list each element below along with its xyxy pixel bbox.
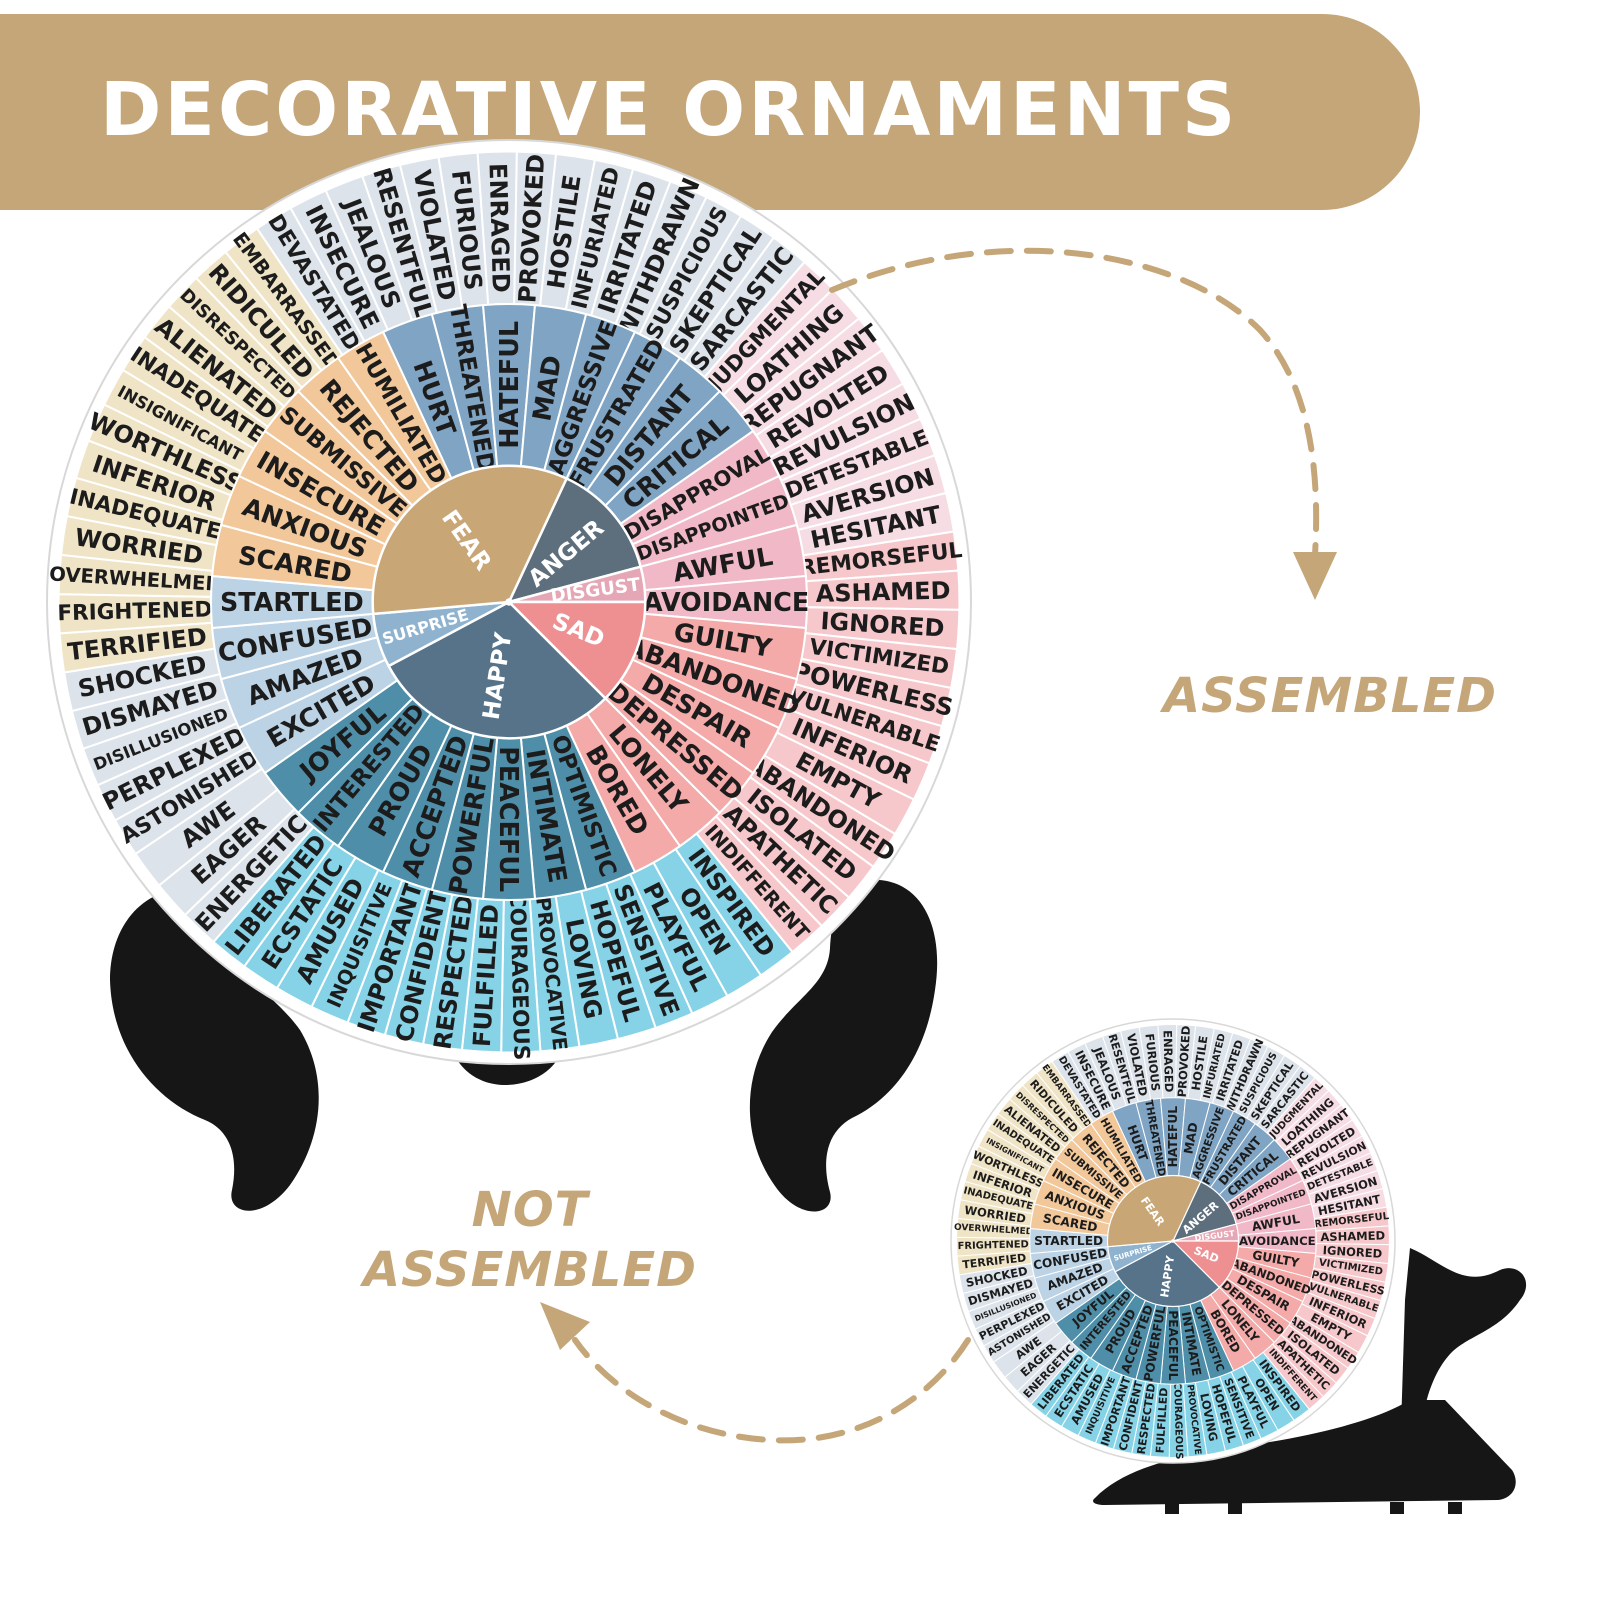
- core-segment: [386, 600, 608, 740]
- wheel-segments: DEVASTATEDINSECUREJEALOUSRESENTFULVIOLAT…: [49, 150, 964, 1061]
- small-outer-label: FRIGHTENED: [958, 1239, 1029, 1252]
- small-middle-label: PEACEFUL: [1166, 1310, 1180, 1380]
- assembled-caption: ASSEMBLED: [1163, 668, 1497, 724]
- not-assembled-line1: NOT: [471, 1182, 589, 1238]
- not-assembled-caption: NOT ASSEMBLED: [330, 1180, 730, 1300]
- small-core-segment: [1171, 1180, 1237, 1242]
- small-middle-label: MAD: [1181, 1121, 1200, 1155]
- core-segment: [371, 464, 569, 616]
- emotion-wheel-small: DEVASTATEDINSECUREJEALOUSRESENTFULVIOLAT…: [950, 1018, 1396, 1464]
- outer-label: FRIGHTENED: [57, 597, 213, 626]
- small-core-segment: [1106, 1174, 1202, 1248]
- not-assembled-line2: ASSEMBLED: [363, 1242, 697, 1298]
- middle-label: AVOIDANCE: [643, 587, 809, 617]
- small-outer-label: ENRAGED: [1160, 1030, 1176, 1093]
- small-middle-label: AVOIDANCE: [1239, 1234, 1316, 1248]
- small-wheel-segments: DEVASTATEDINSECUREJEALOUSRESENTFULVIOLAT…: [954, 1024, 1390, 1460]
- outer-label: COURAGEOUS: [504, 892, 533, 1061]
- emotion-wheel-large: DEVASTATEDINSECUREJEALOUSRESENTFULVIOLAT…: [46, 139, 972, 1065]
- small-core-segment: [1114, 1240, 1221, 1308]
- small-stand: [1093, 1248, 1527, 1514]
- small-core-label: HAPPY: [1158, 1254, 1177, 1299]
- core-segment: [505, 600, 647, 701]
- stand-right-arm: [749, 879, 938, 1212]
- small-stand-upright: [1400, 1248, 1527, 1460]
- assembled-arrow: [829, 247, 1337, 600]
- small-outer-label: FURIOUS: [1142, 1033, 1162, 1092]
- arrow-up-left-icon: [540, 1302, 590, 1350]
- middle-label: HATEFUL: [494, 321, 524, 449]
- wheel-center: [505, 598, 513, 606]
- small-outer-label: FULFILLED: [1154, 1387, 1171, 1453]
- not-assembled-arrow: [540, 1302, 971, 1444]
- small-outer-label: ASHAMED: [1320, 1228, 1385, 1244]
- small-outer-label: COURAGEOUS: [1171, 1382, 1184, 1460]
- small-outer-label: OVERWHELMED: [954, 1223, 1034, 1238]
- stand-left-arm: [110, 888, 319, 1211]
- small-outer-label: PROVOKED: [1175, 1025, 1193, 1097]
- core-segment: [506, 476, 643, 604]
- small-stand-foot: [1448, 1502, 1462, 1514]
- small-stand-foot: [1390, 1502, 1404, 1514]
- outer-label: ENRAGED: [484, 163, 515, 293]
- middle-label: STARTLED: [220, 587, 364, 617]
- small-stand-foot: [1165, 1502, 1179, 1514]
- small-stand-base: [1093, 1400, 1516, 1505]
- small-middle-label: STARTLED: [1034, 1234, 1103, 1248]
- small-stand-foot: [1228, 1502, 1242, 1514]
- arrow-down-icon: [1293, 552, 1337, 600]
- middle-label: PEACEFUL: [494, 746, 524, 892]
- small-wheel-center: [1171, 1239, 1175, 1243]
- title-banner: DECORATIVE ORNAMENTS: [0, 14, 1420, 210]
- outer-label: ASHAMED: [815, 576, 950, 608]
- small-middle-label: HATEFUL: [1166, 1106, 1180, 1168]
- small-outer-label: IGNORED: [1322, 1243, 1382, 1261]
- banner-title: DECORATIVE ORNAMENTS: [100, 67, 1239, 153]
